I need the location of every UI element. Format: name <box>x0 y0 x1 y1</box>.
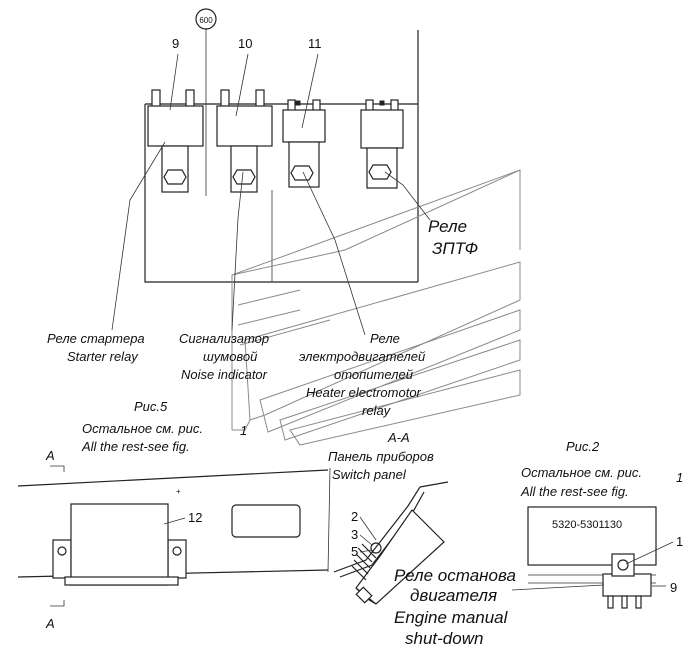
fig5-label: Рис.5 <box>134 399 168 414</box>
shutdown-label-ru2: двигателя <box>410 586 497 605</box>
bottom-right-view: 5320-5301130 1 9 <box>511 506 683 609</box>
part-plate <box>527 506 657 566</box>
shutdown-label-en2: shut-down <box>405 629 483 648</box>
rest-see-ru-right: Остальное см. рис. <box>521 465 642 480</box>
background-panel-lines <box>231 169 521 446</box>
section-a-top-label: А <box>45 448 55 463</box>
callout-3: 3 <box>351 527 358 542</box>
rest-see-num-right: 1 <box>676 470 683 485</box>
zptf-label-line2: ЗПТФ <box>432 239 478 258</box>
rest-see-en-left: All the rest-see fig. <box>81 439 190 454</box>
bottom-left-view: А А + 12 <box>17 448 331 631</box>
section-aa-view: А-А Панель приборов Switch panel 2 3 5 <box>328 430 449 605</box>
heater-relay-label-ru1: Реле <box>370 331 400 346</box>
heater-relay-body <box>282 99 326 188</box>
callout-9: 9 <box>172 36 179 51</box>
starter-relay-label-en: Starter relay <box>67 349 139 364</box>
switch-panel-label-en: Switch panel <box>332 467 407 482</box>
callout-bubble <box>195 8 217 30</box>
starter-relay-body <box>147 89 204 193</box>
noise-indicator-body <box>216 89 273 193</box>
callout-5: 5 <box>351 544 358 559</box>
shutdown-label-en1: Engine manual <box>394 608 509 627</box>
shutdown-relay-body <box>602 573 652 597</box>
callout-11: 11 <box>308 36 322 51</box>
heater-relay-label-en1: Heater electromotor <box>306 385 422 400</box>
heater-relay-label-ru2: электродвигателей <box>299 349 425 364</box>
heater-relay-label-ru3: отопителей <box>334 367 413 382</box>
fig2-label: Рис.2 <box>566 439 600 454</box>
shutdown-label-ru1: Реле останова <box>394 566 516 585</box>
callout-10: 10 <box>238 36 252 51</box>
section-aa-label: А-А <box>387 430 410 445</box>
rest-see-num-left: 1 <box>240 423 247 438</box>
noise-indicator-label-ru1: Сигнализатор <box>179 331 269 346</box>
callout-bubble-number: 600 <box>199 16 213 25</box>
starter-relay-label-ru: Реле стартера <box>47 331 145 346</box>
callout-2: 2 <box>351 509 358 524</box>
callout-1: 1 <box>676 534 683 549</box>
relay-12-body <box>70 503 169 586</box>
noise-indicator-label-ru2: шумовой <box>203 349 257 364</box>
part-code-label: 5320-5301130 <box>552 519 622 531</box>
heater-relay-label-en2: relay <box>362 403 392 418</box>
zptf-relay-body <box>360 99 404 189</box>
rest-see-ru-left: Остальное см. рис. <box>82 421 203 436</box>
rest-see-en-right: All the rest-see fig. <box>520 484 629 499</box>
callout-9b: 9 <box>670 580 677 595</box>
top-relay-panel: 600 9 10 11 <box>144 8 419 283</box>
top-leaders <box>111 141 431 336</box>
callout-12: 12 <box>188 510 202 525</box>
plus-mark: + <box>176 487 181 496</box>
noise-indicator-label-en: Noise indicator <box>181 367 268 382</box>
zptf-label-line1: Реле <box>428 217 467 236</box>
switch-panel-label-ru: Панель приборов <box>328 449 434 464</box>
section-a-bottom-label: А <box>45 616 55 631</box>
